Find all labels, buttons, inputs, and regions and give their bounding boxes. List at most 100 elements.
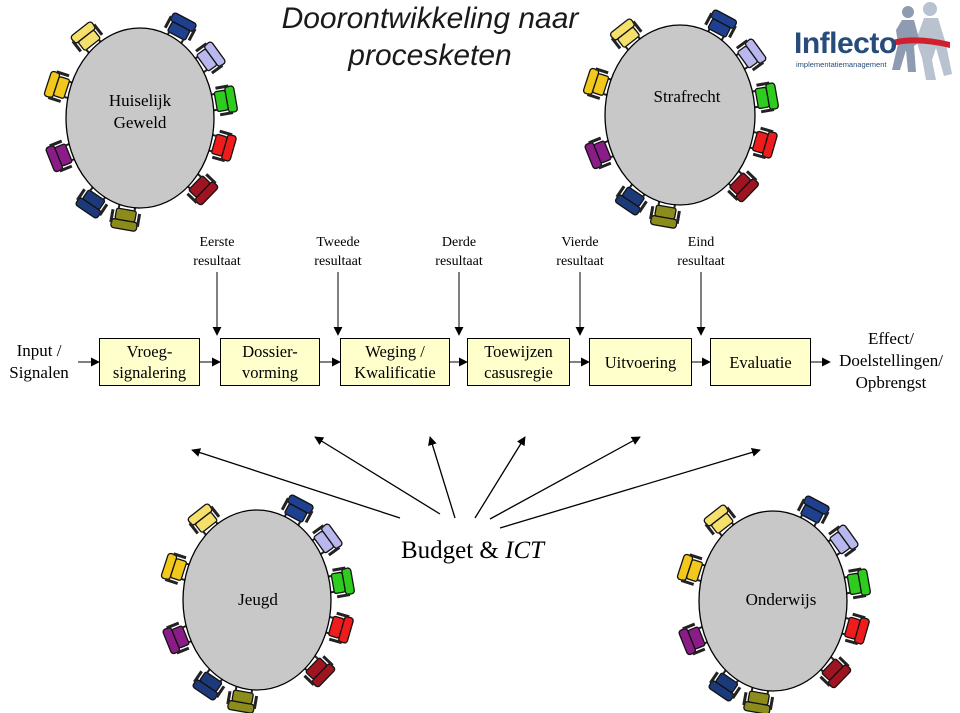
table-label-line: Onderwijs	[745, 590, 817, 609]
table-label-strafrecht: Strafrecht	[632, 86, 742, 108]
budget-arrows	[191, 436, 761, 529]
result-label-1: Eerste resultaat	[167, 233, 267, 271]
result-line: Eerste	[199, 235, 235, 250]
result-label-3: Derde resultaat	[409, 233, 509, 271]
step-line: casusregie	[484, 363, 553, 382]
table-top	[604, 24, 756, 206]
inflecto-logo: Inflecto implementatiemanagement	[790, 0, 960, 90]
chair-icon	[733, 38, 767, 72]
chair-icon	[163, 12, 197, 45]
step-line: Vroeg-	[126, 342, 173, 361]
result-arrows	[212, 272, 706, 336]
round-table-bottom-right	[676, 495, 871, 713]
chair-icon	[70, 21, 104, 55]
chair-icon	[323, 611, 354, 645]
table-label-line: Geweld	[113, 113, 167, 132]
table-label-huiselijk-geweld: Huiselijk Geweld	[95, 90, 185, 134]
side-label-line: Opbrengst	[855, 373, 927, 392]
chair-icon	[160, 552, 192, 585]
chair-icon	[825, 524, 859, 558]
step-line: Toewijzen	[484, 342, 553, 361]
budget-ict-label: Budget & ICT	[385, 536, 560, 566]
chair-icon	[192, 41, 226, 75]
round-table-top-left	[43, 12, 238, 232]
chair-icon	[280, 494, 314, 527]
result-line: resultaat	[556, 254, 604, 269]
input-signalen-label: Input / Signalen	[0, 340, 78, 384]
chair-icon	[192, 667, 226, 701]
step-line: signalering	[112, 363, 187, 382]
step-toewijzen-casusregie: Toewijzen casusregie	[467, 338, 570, 386]
chair-icon	[703, 504, 737, 538]
logo-wordmark: Inflecto	[794, 27, 897, 60]
step-line: Weging /	[365, 342, 425, 361]
budget-arrow-6	[499, 448, 761, 529]
table-label-line: Huiselijk	[108, 91, 172, 110]
round-table-bottom-left	[160, 494, 355, 713]
side-label-line: Doelstellingen/	[839, 351, 943, 370]
round-table-top-right	[582, 9, 779, 229]
result-label-2: Tweede resultaat	[288, 233, 388, 271]
round-tables	[43, 9, 871, 713]
slide-title: Doorontwikkeling naar procesketen	[240, 0, 620, 74]
chair-icon	[185, 172, 219, 206]
budget-arrow-2	[314, 436, 441, 515]
chair-icon	[43, 70, 75, 103]
side-label-line: Signalen	[9, 363, 69, 382]
chair-icon	[726, 169, 759, 203]
chair-icon	[45, 139, 77, 173]
result-line: resultaat	[677, 254, 725, 269]
table-top	[65, 27, 215, 209]
chair-icon	[226, 685, 259, 713]
chair-icon	[839, 612, 870, 646]
table-label-line: Strafrecht	[653, 87, 721, 106]
budget-main-text: Budget &	[400, 537, 499, 564]
chair-icon	[109, 203, 142, 232]
logo-figure-icon	[892, 2, 952, 80]
step-uitvoering: Uitvoering	[589, 338, 692, 386]
step-dossiervorming: Dossier- vorming	[220, 338, 320, 386]
output-effect-label: Effect/ Doelstellingen/ Opbrengst	[822, 328, 960, 394]
step-vroegsignalering: Vroeg- signalering	[99, 338, 200, 386]
result-line: resultaat	[435, 254, 483, 269]
result-line: Derde	[441, 235, 477, 250]
table-top	[698, 510, 848, 692]
side-label-line: Effect/	[868, 329, 914, 348]
step-line: vorming	[242, 363, 298, 382]
result-line: resultaat	[193, 254, 241, 269]
table-label-onderwijs: Onderwijs	[728, 589, 834, 611]
table-top	[182, 509, 332, 691]
result-line: Eind	[687, 235, 715, 250]
budget-arrow-4	[474, 436, 526, 519]
result-line: Vierde	[561, 235, 599, 250]
budget-arrow-1	[191, 448, 401, 519]
step-line: Dossier-	[242, 342, 298, 361]
logo-tagline: implementatiemanagement	[796, 60, 887, 69]
chair-icon	[704, 9, 738, 42]
title-line-2: procesketen	[348, 39, 512, 72]
chair-icon	[584, 136, 616, 170]
step-line: Uitvoering	[604, 352, 677, 372]
chair-icon	[162, 621, 194, 655]
chair-icon	[302, 654, 336, 688]
chair-icon	[326, 566, 355, 599]
result-line: resultaat	[314, 254, 362, 269]
step-weging-kwalificatie: Weging / Kwalificatie	[340, 338, 450, 386]
title-line-1: Doorontwikkeling naar	[281, 2, 579, 35]
chair-icon	[678, 622, 710, 656]
budget-ict-text: ICT	[505, 537, 545, 564]
chair-icon	[582, 67, 614, 100]
side-label-line: Input /	[16, 341, 62, 360]
chair-icon	[747, 126, 778, 160]
chair-icon	[309, 523, 343, 557]
chair-icon	[75, 185, 109, 219]
budget-arrow-3	[428, 436, 456, 519]
result-label-4: Vierde resultaat	[530, 233, 630, 271]
chair-icon	[187, 503, 221, 537]
chair-icon	[206, 129, 237, 163]
result-label-5: Eind resultaat	[651, 233, 751, 271]
table-label-line: Jeugd	[238, 590, 278, 609]
chair-icon	[750, 81, 779, 114]
